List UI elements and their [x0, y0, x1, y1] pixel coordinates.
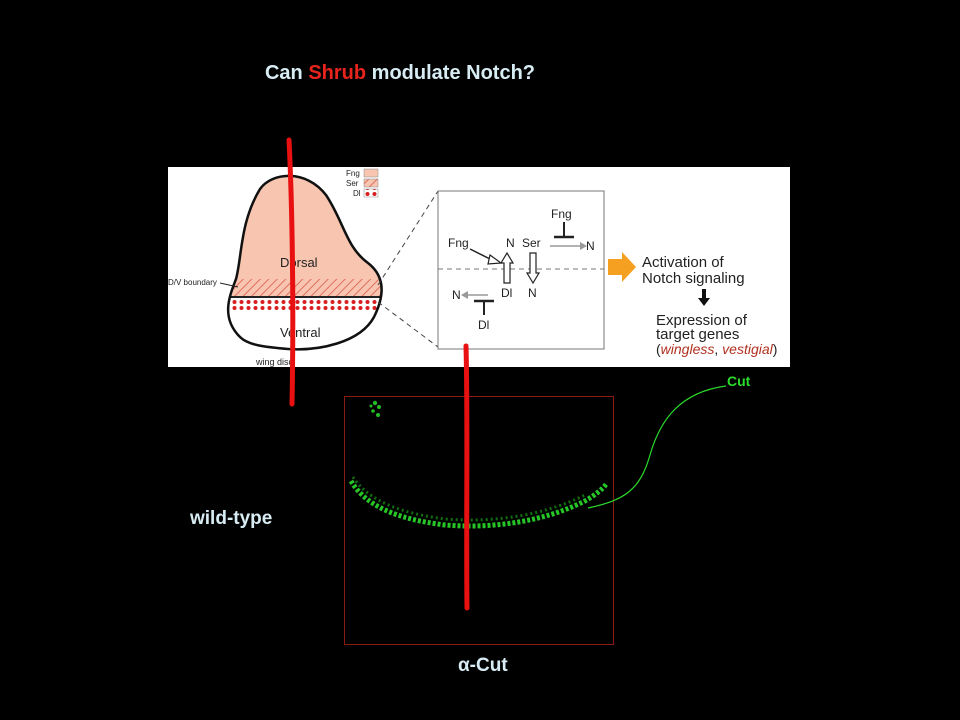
- inset-fng-left: Fng: [448, 236, 469, 250]
- cut-label: Cut: [727, 373, 751, 389]
- wing-disc-diagram: Dorsal Ventral D/V boundary wing disc Fn…: [168, 168, 777, 367]
- activation-line2: Notch signaling: [642, 270, 745, 287]
- signaling-inset: Fng N Fng N Dl Ser N N Dl: [437, 190, 605, 350]
- inset-dl-mid: Dl: [501, 286, 512, 300]
- wildtype-label: wild-type: [190, 508, 273, 529]
- ventral-label: Ventral: [280, 325, 321, 340]
- legend-dl: Dl: [353, 189, 361, 198]
- legend-fng: Fng: [346, 169, 360, 178]
- inset-n-left: N: [506, 236, 515, 250]
- slide-title: Can Shrub modulate Notch?: [0, 62, 800, 85]
- inset-ser: Ser: [522, 236, 541, 250]
- expression-legend: Fng Ser Dl: [346, 168, 379, 198]
- activation-arrow: [608, 252, 636, 282]
- cut-micrograph: [344, 396, 614, 645]
- inset-n-bottom-left: N: [452, 288, 461, 302]
- expression-arrow: [698, 289, 710, 306]
- target-genes: (wingless, vestigial): [656, 341, 777, 357]
- alpha-cut-label: α-Cut: [458, 655, 508, 676]
- notch-signaling-figure: Dorsal Ventral D/V boundary wing disc Fn…: [168, 167, 790, 367]
- inset-n-top-right: N: [586, 239, 595, 253]
- expression-line2: target genes: [656, 326, 739, 343]
- inset-fng-top: Fng: [551, 207, 572, 221]
- expression-line1: Expression of: [656, 312, 748, 329]
- title-prefix: Can: [264, 62, 309, 84]
- dorsal-label: Dorsal: [280, 255, 318, 270]
- activation-line1: Activation of: [642, 254, 725, 271]
- title-highlight: Shrub: [308, 62, 367, 84]
- inset-n-mid: N: [528, 286, 537, 300]
- wing-disc-label: wing disc: [255, 357, 294, 367]
- cut-staining: [348, 400, 610, 529]
- dv-boundary-label: D/V boundary: [168, 278, 217, 287]
- legend-ser: Ser: [346, 179, 359, 188]
- title-suffix: modulate Notch?: [366, 62, 535, 84]
- inset-dl-bottom: Dl: [478, 318, 489, 332]
